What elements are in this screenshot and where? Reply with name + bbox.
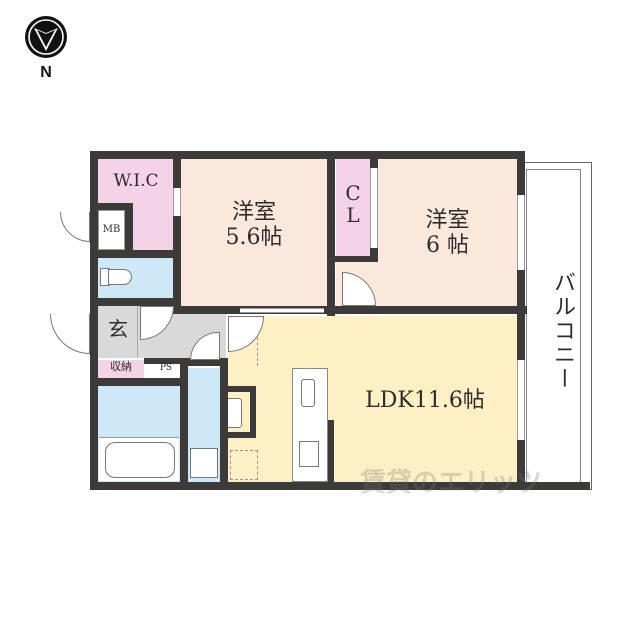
room2-label: 洋室 6 帖 (378, 208, 517, 259)
mb-label: MB (102, 224, 121, 235)
wic-label: W.I.C (113, 171, 159, 191)
north-arrow-icon (25, 16, 67, 58)
compass-label: N (40, 64, 52, 81)
refrigerator-space-icon (230, 450, 258, 480)
sink-icon (301, 379, 315, 407)
ps-label: PS (159, 363, 173, 373)
room1-type: 洋室 (231, 200, 276, 225)
window (517, 360, 525, 440)
compass: N (22, 14, 72, 84)
entrance (98, 306, 138, 358)
ps-space (150, 362, 182, 376)
entrance-door (50, 314, 90, 354)
ldk-label: LDK11.6帖 (365, 388, 485, 413)
balcony: バルコニー (520, 162, 592, 490)
mb-door (60, 212, 90, 242)
ldk-room (228, 316, 518, 482)
watermark: 賃貸のエリッツ (360, 468, 543, 498)
storage (98, 360, 144, 378)
storage-label: 収納 (110, 360, 132, 373)
stove-icon (299, 441, 319, 467)
toilet-icon (100, 266, 134, 288)
room1-label: 洋室 5.6帖 (181, 200, 327, 251)
closet-label: C L (345, 181, 361, 227)
room1-size: 5.6帖 (225, 225, 283, 251)
window (517, 195, 525, 270)
balcony-label: バルコニー (550, 271, 575, 391)
room2-size: 6 帖 (426, 233, 469, 259)
washing-machine-icon (190, 448, 218, 478)
western-room-1 (181, 158, 327, 308)
sliding-door (240, 308, 324, 313)
mb-closet (98, 210, 125, 250)
kitchen-counter (292, 368, 328, 482)
closet-door (370, 168, 378, 248)
wall (90, 151, 522, 159)
room2-type: 洋室 (425, 208, 470, 233)
wic-door (173, 188, 181, 216)
bathtub-icon (99, 437, 179, 481)
entrance-label: 玄 (108, 317, 128, 341)
